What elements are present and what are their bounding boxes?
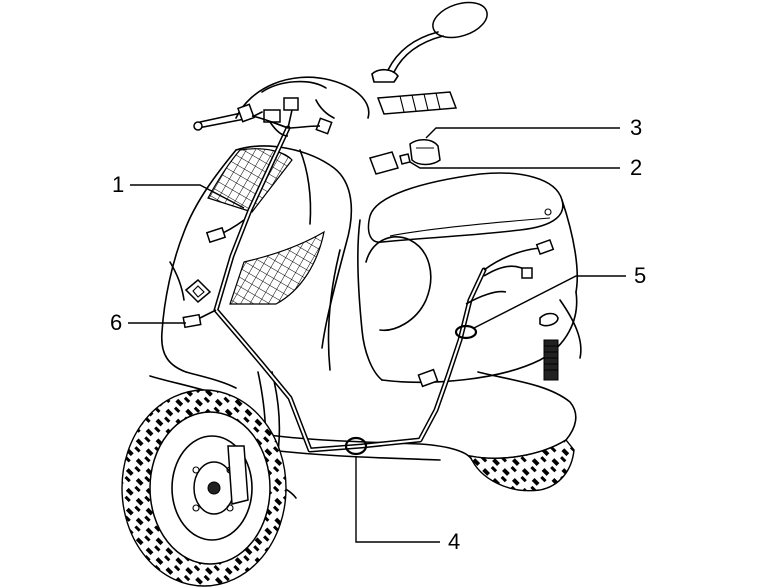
headlight-connector — [205, 226, 227, 244]
scooter-body — [121, 1, 582, 587]
callout-label-2: 2 — [630, 155, 642, 180]
connector-part-6 — [182, 313, 202, 329]
mirror — [432, 1, 488, 39]
callout-5: 5 — [473, 263, 646, 329]
cable-clamp-part-5 — [454, 324, 478, 340]
callout-label-6: 6 — [110, 310, 122, 335]
rear-wheel — [468, 439, 575, 492]
callout-2: 2 — [409, 155, 642, 180]
front-wheel — [121, 389, 287, 587]
relay-part-2 — [369, 151, 411, 175]
rear-shock-absorber — [543, 339, 559, 381]
ignition-connector — [417, 368, 439, 388]
right-grip — [376, 91, 458, 115]
cable-clamp-part-4 — [344, 436, 368, 456]
callout-label-3: 3 — [630, 115, 642, 140]
callout-6: 6 — [110, 310, 186, 335]
logo-badge — [184, 278, 212, 304]
callout-1: 1 — [112, 172, 245, 209]
fuse-holder-part-3 — [409, 139, 441, 166]
seat — [367, 172, 564, 243]
wiring-harness — [199, 125, 541, 453]
callout-label-5: 5 — [634, 263, 646, 288]
rear-connectors — [521, 238, 555, 279]
callout-3: 3 — [425, 115, 642, 140]
callout-label-1: 1 — [112, 172, 124, 197]
handlebar-connectors — [237, 97, 333, 137]
callout-4: 4 — [355, 456, 460, 554]
callout-label-4: 4 — [448, 529, 460, 554]
